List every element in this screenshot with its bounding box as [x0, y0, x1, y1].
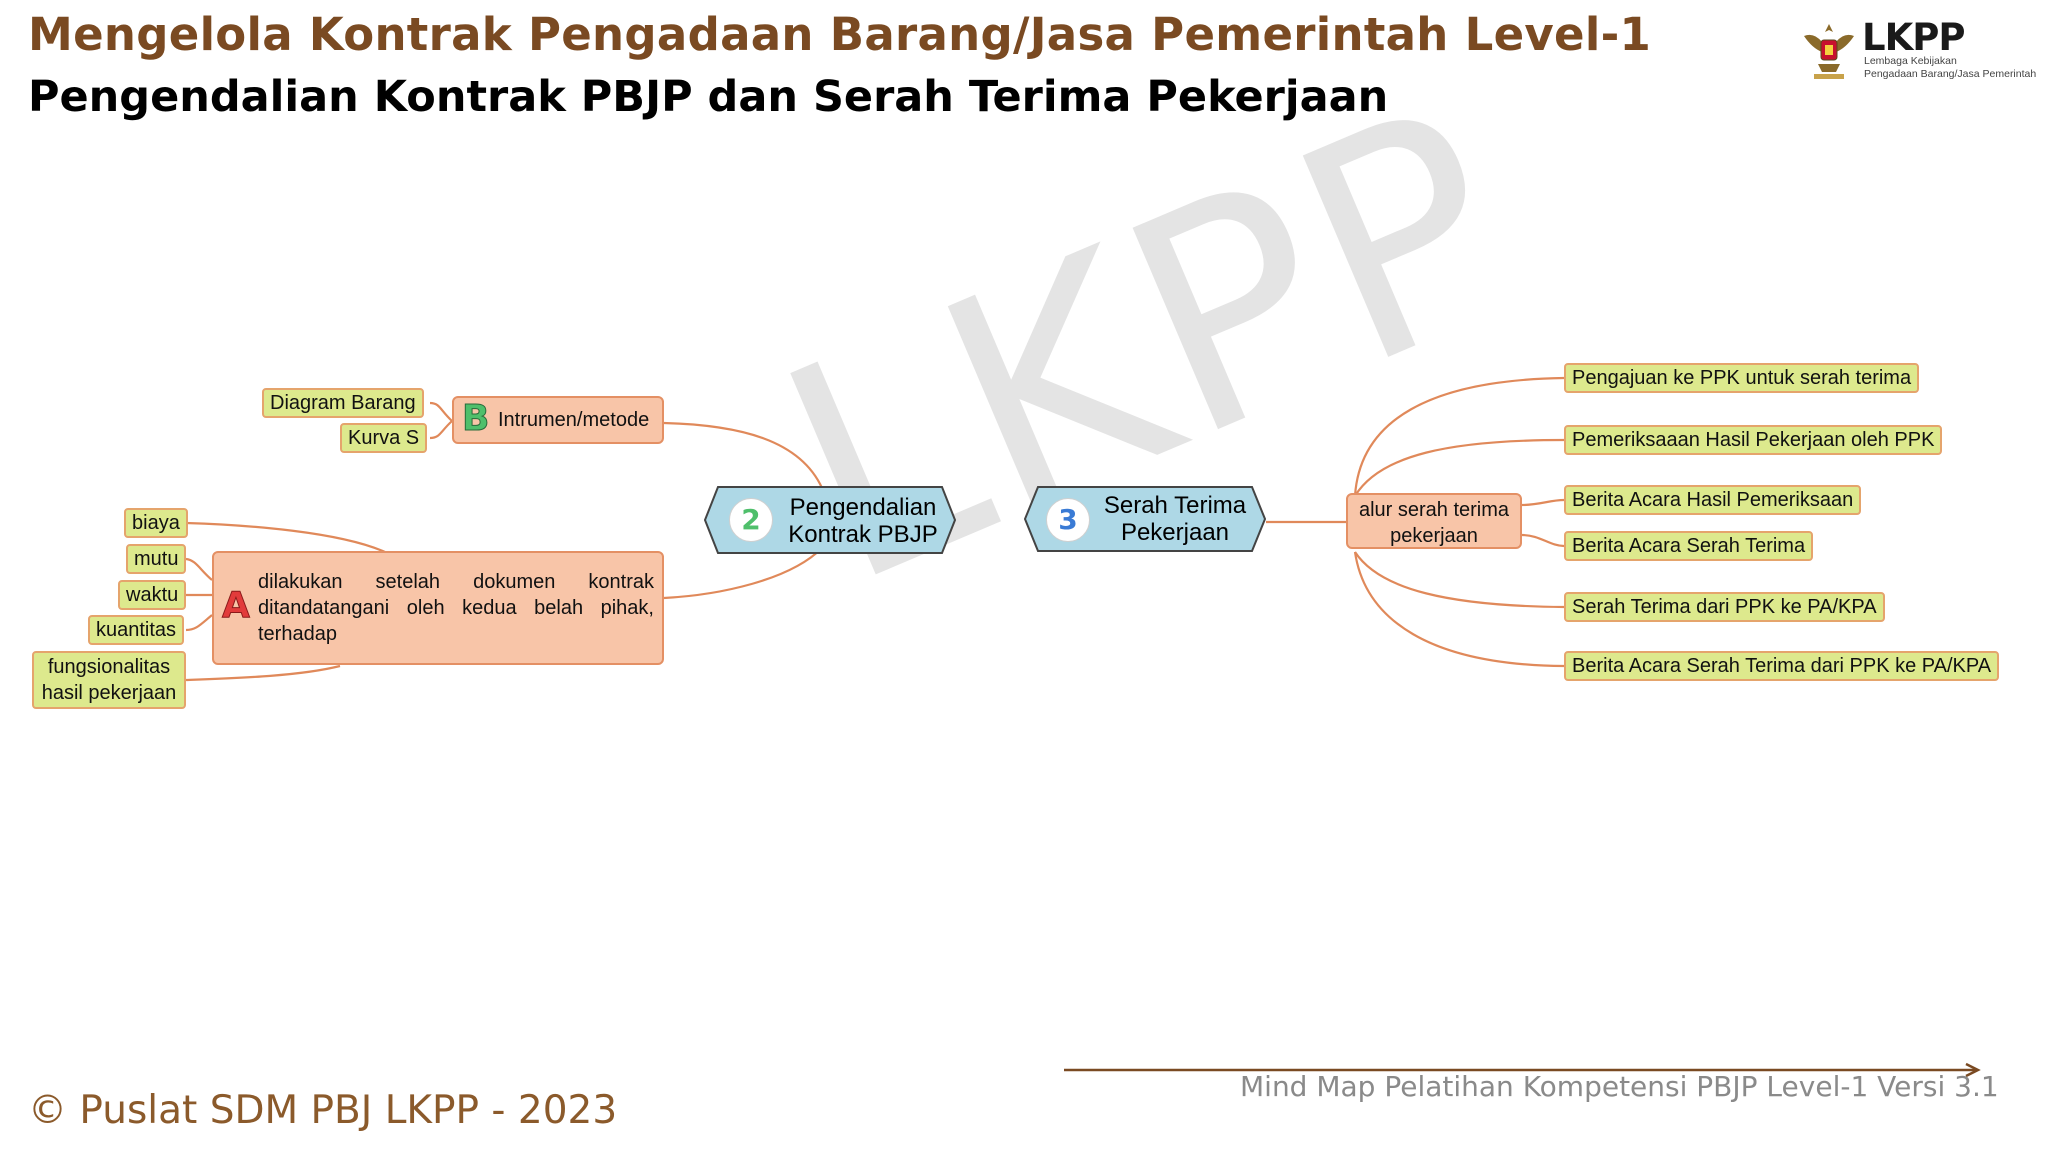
connector-b-diagram: [429, 401, 453, 422]
leaf-berita-acara-serah-terima-ppk-pa-kpa[interactable]: Berita Acara Serah Terima dari PPK ke PA…: [1564, 651, 2000, 681]
connector-branch-6: [1353, 551, 1565, 668]
leaf-fungsionalitas-hasil-pekerjaan[interactable]: fungsionalitas hasil pekerjaan: [32, 651, 186, 709]
branch-a-text: dilakukan setelah dokumen kontrak ditand…: [258, 571, 654, 645]
central-node-2-label-line1: Pengendalian: [789, 494, 937, 521]
central-node-3[interactable]: 3 Serah Terima Pekerjaan: [1024, 486, 1266, 552]
leaf-berita-acara-hasil-pemeriksaan[interactable]: Berita Acara Hasil Pemeriksaan: [1564, 485, 1862, 515]
logo-subtitle: Lembaga Kebijakan Pengadaan Barang/Jasa …: [1864, 55, 2036, 81]
leaf-kuantitas[interactable]: kuantitas: [88, 615, 185, 645]
leaf-waktu[interactable]: waktu: [118, 580, 187, 610]
connector-node2-b: [663, 421, 823, 489]
connector-branch-2: [1354, 438, 1565, 497]
connector-branch-5: [1354, 551, 1565, 609]
footer-copyright: © Puslat SDM PBJ LKPP - 2023: [28, 1088, 618, 1133]
leaf-berita-acara-serah-terima[interactable]: Berita Acara Serah Terima: [1564, 531, 1814, 561]
central-node-3-shape: [1024, 486, 1266, 552]
connector-branch-1: [1353, 376, 1565, 497]
connector-branch-3: [1521, 498, 1565, 507]
footer-version: Mind Map Pelatihan Kompetensi PBJP Level…: [1240, 1070, 1999, 1103]
leaf-kurva-s[interactable]: Kurva S: [340, 423, 428, 453]
number-badge-2: 2: [729, 498, 773, 542]
leaf-pemeriksaaan-hasil[interactable]: Pemeriksaaan Hasil Pekerjaan oleh PPK: [1564, 425, 1943, 455]
central-node-2-label: Pengendalian Kontrak PBJP: [778, 494, 948, 548]
central-node-3-label-line2: Pekerjaan: [1120, 519, 1230, 546]
connector-a-mutu: [185, 557, 213, 581]
leaf-serah-terima-ppk-pa-kpa[interactable]: Serah Terima dari PPK ke PA/KPA: [1564, 592, 1885, 622]
leaf-pengajuan-ke-ppk[interactable]: Pengajuan ke PPK untuk serah terima: [1564, 363, 1920, 393]
connector-b-kurva: [429, 420, 453, 440]
central-node-2[interactable]: 2 Pengendalian Kontrak PBJP: [704, 486, 956, 554]
page-subtitle: Pengendalian Kontrak PBJP dan Serah Teri…: [28, 72, 1389, 122]
central-node-2-shape: [704, 486, 956, 554]
page-title: Mengelola Kontrak Pengadaan Barang/Jasa …: [28, 8, 1652, 61]
garuda-emblem-icon: [1804, 24, 1854, 79]
leaf-biaya[interactable]: biaya: [124, 508, 188, 538]
branch-b-label: Intrumen/metode: [498, 409, 650, 431]
logo-wordmark: LKPP: [1862, 16, 1965, 59]
logo-subtitle-line1: Lembaga Kebijakan: [1864, 55, 1957, 67]
footer-arrow-head: [1965, 1062, 1981, 1078]
letter-a-icon: A: [222, 585, 251, 627]
connector-node2-a: [663, 547, 823, 600]
connector-a-biaya: [185, 521, 386, 554]
central-node-3-label: Serah Terima Pekerjaan: [1090, 492, 1260, 546]
connector-a-fungsionalitas: [185, 664, 341, 682]
logo-subtitle-line2: Pengadaan Barang/Jasa Pemerintah: [1864, 68, 2037, 80]
lkpp-logo: LKPP Lembaga Kebijakan Pengadaan Barang/…: [1800, 16, 2040, 84]
branch-alur-serah-terima[interactable]: alur serah terima pekerjaan: [1346, 493, 1522, 549]
leaf-mutu[interactable]: mutu: [126, 544, 187, 574]
central-node-2-label-line2: Kontrak PBJP: [788, 521, 938, 548]
connector-branch-4: [1521, 533, 1565, 548]
number-badge-3: 3: [1046, 498, 1090, 542]
central-node-3-label-line1: Serah Terima: [1103, 492, 1247, 519]
leaf-diagram-barang[interactable]: Diagram Barang: [262, 388, 424, 418]
connector-a-kuantitas: [185, 614, 213, 632]
branch-a-node[interactable]: A dilakukan setelah dokumen kontrak dita…: [212, 551, 664, 665]
letter-b-icon: B: [461, 398, 490, 440]
branch-b-node[interactable]: B Intrumen/metode: [452, 396, 664, 444]
